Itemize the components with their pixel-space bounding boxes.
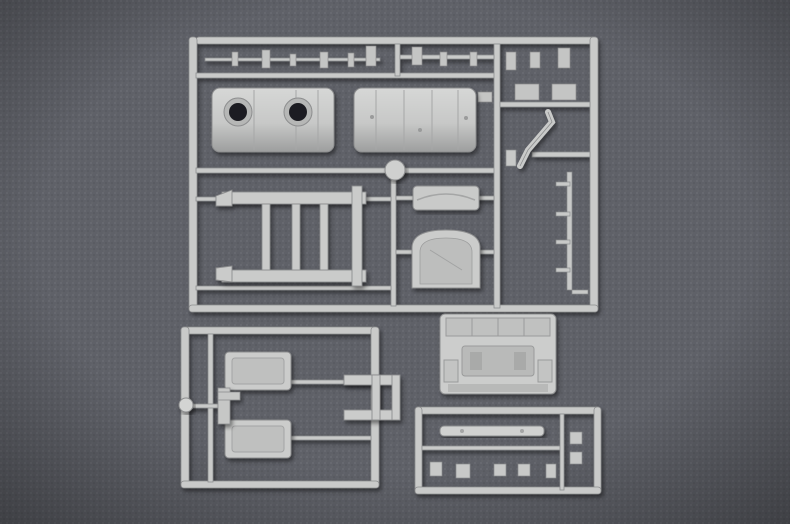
- sprue-frame-large: [188, 36, 599, 313]
- small-parts-right-column: [505, 149, 589, 295]
- fuel-tank-right: [353, 87, 477, 153]
- fuel-tank-left: [211, 87, 335, 153]
- sprue-frame-bottom-right: [414, 406, 602, 495]
- ladder-frame-part: [215, 185, 367, 287]
- round-cap-part: [384, 159, 406, 181]
- small-parts-top: [231, 45, 577, 103]
- small-parts-bottom-right: [429, 431, 583, 479]
- hood-panel-small: [412, 185, 480, 211]
- seat-part-lower: [224, 419, 292, 459]
- exhaust-pipe-outline: [519, 111, 553, 167]
- seat-frame-part: [217, 387, 241, 425]
- seat-part-upper: [224, 351, 292, 391]
- cab-shell-part: [439, 313, 557, 395]
- dome-cover-part: [411, 229, 481, 289]
- bumper-bar-part: [439, 425, 545, 437]
- bracket-part: [343, 374, 401, 421]
- round-disc-part: [178, 397, 194, 413]
